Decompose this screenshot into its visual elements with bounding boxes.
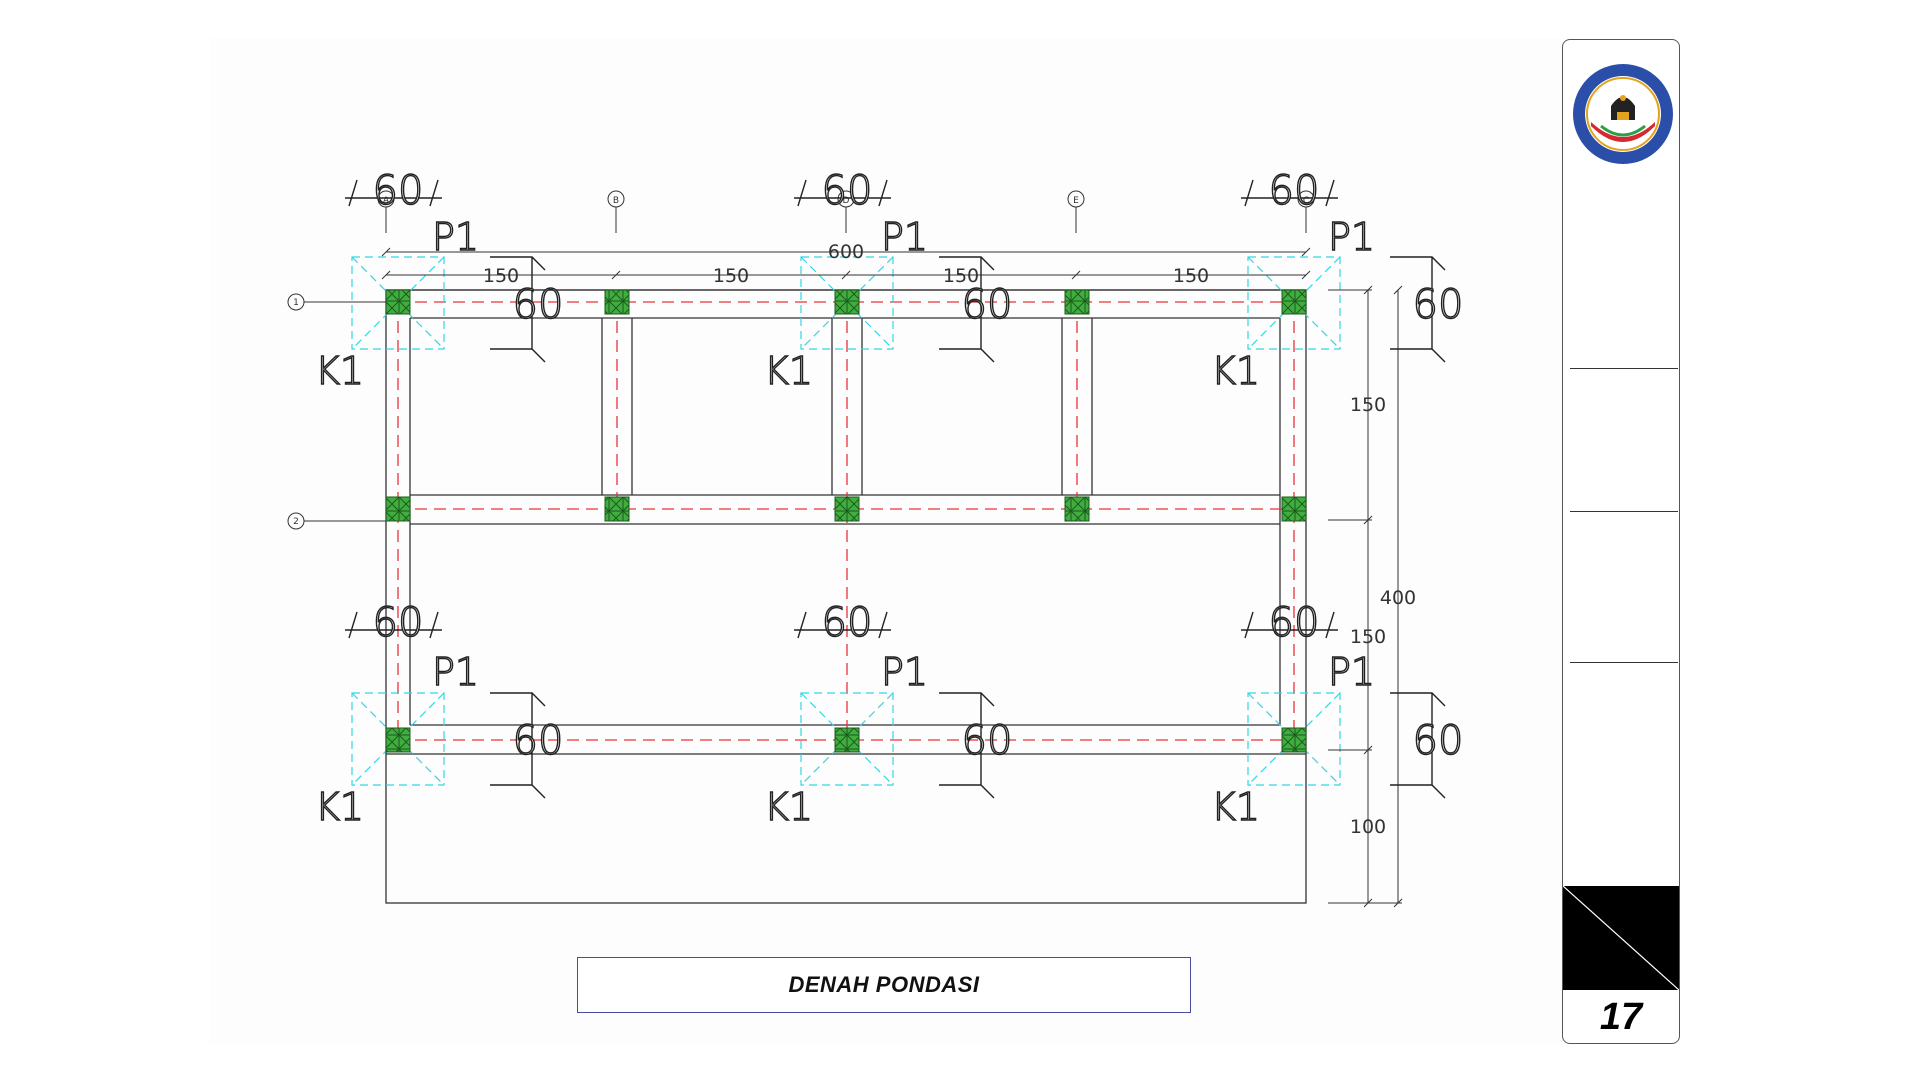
grid-label-e: E: [1073, 196, 1079, 206]
drawing-sheet: [210, 38, 1570, 1043]
column-label-a3: K1: [315, 785, 364, 829]
column-label-d3: K1: [764, 785, 813, 829]
footing-size-c3-side: 60: [1413, 718, 1464, 764]
footing-label-d3: P1: [881, 650, 928, 694]
tie-beams: [386, 289, 1306, 755]
grid-bubbles-rows: [287, 293, 386, 530]
drawing-title: DENAH PONDASI: [788, 972, 980, 997]
sheet-number: 17: [1599, 996, 1643, 1038]
columns: [385, 289, 1307, 753]
column-label-a1: K1: [315, 349, 364, 393]
dim-total-height: 400: [1380, 587, 1416, 609]
right-dimensions: [1328, 285, 1403, 908]
footing-size-a1-side: 60: [513, 282, 564, 328]
footing-label-a1: P1: [432, 215, 479, 259]
footing-size-d1: 60: [822, 168, 873, 214]
grid-bubbles-columns: [377, 190, 1315, 233]
footing-size-a3-side: 60: [513, 718, 564, 764]
footing-size-d1-side: 60: [962, 282, 1013, 328]
footing-label-d1: P1: [881, 215, 928, 259]
dim-vertical-2: 150: [1350, 626, 1386, 648]
footing-size-a1: 60: [373, 168, 424, 214]
footing-size-d3: 60: [822, 600, 873, 646]
footing-size-c3: 60: [1269, 600, 1320, 646]
title-block-divider-1: [1570, 368, 1678, 369]
column-label-c1: K1: [1211, 349, 1260, 393]
column-label-d1: K1: [764, 349, 813, 393]
grid-label-2: 2: [293, 517, 299, 527]
footing-size-d3-side: 60: [962, 718, 1013, 764]
top-dimensions: [381, 247, 1311, 280]
grid-label-b: B: [613, 196, 619, 206]
column-label-c3: K1: [1211, 785, 1260, 829]
university-seal-icon: [1573, 64, 1673, 164]
footing-size-a3: 60: [373, 600, 424, 646]
dim-bay-2: 150: [713, 265, 749, 287]
title-block-divider-2: [1570, 511, 1678, 512]
title-block-black-panel: [1563, 886, 1679, 990]
footing-size-c1-side: 60: [1413, 282, 1464, 328]
footing-size-c1: 60: [1269, 168, 1320, 214]
footing-label-c3: P1: [1328, 650, 1375, 694]
dim-vertical-3: 100: [1350, 816, 1386, 838]
dim-bay-1: 150: [483, 265, 519, 287]
dim-vertical-1: 150: [1350, 394, 1386, 416]
footing-size-marks: [345, 179, 1446, 799]
grid-label-1: 1: [293, 298, 299, 308]
dim-bay-3: 150: [943, 265, 979, 287]
dim-total-width: 600: [828, 241, 864, 263]
drawing-title-box: DENAH PONDASI: [577, 957, 1191, 1013]
footing-label-a3: P1: [432, 650, 479, 694]
grid-label-c: C: [1303, 196, 1309, 206]
footing-label-c1: P1: [1328, 215, 1375, 259]
dim-bay-4: 150: [1173, 265, 1209, 287]
title-block-divider-3: [1570, 662, 1678, 663]
grid-label-d: D: [843, 196, 850, 206]
title-block: 17: [1562, 39, 1680, 1044]
grid-label-a: A: [383, 196, 390, 206]
building-outline: [385, 289, 1307, 904]
